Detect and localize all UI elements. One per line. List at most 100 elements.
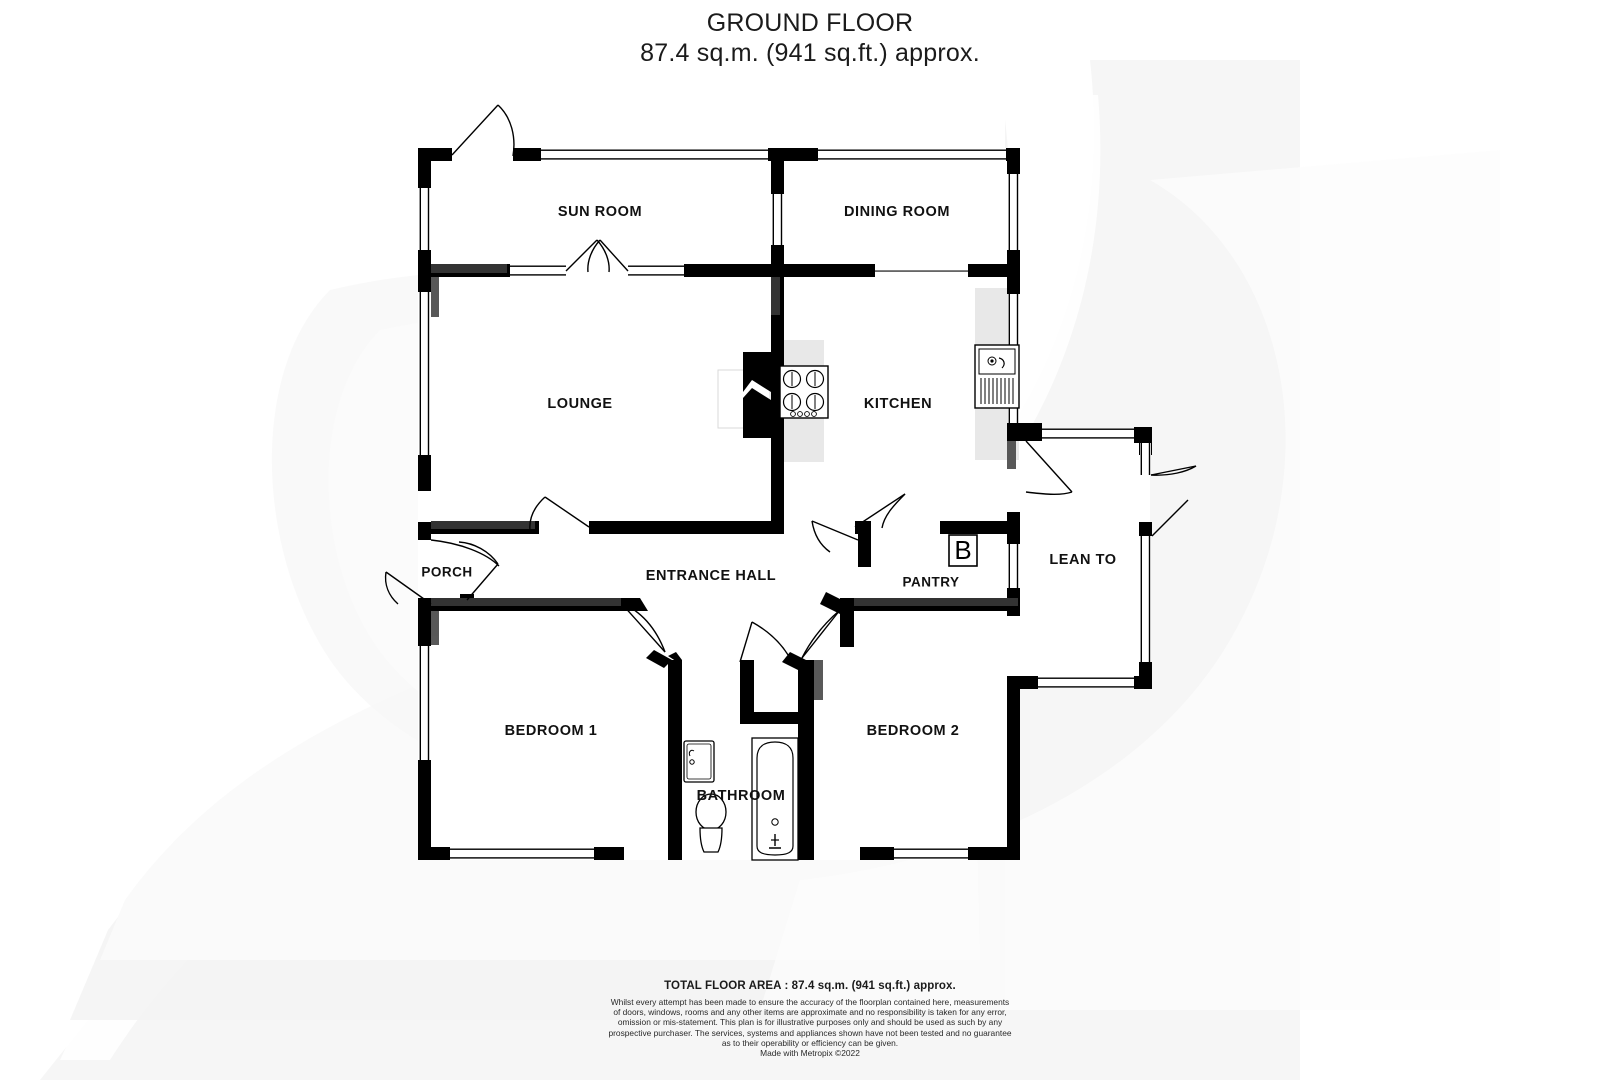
door-leaf-porch-b — [466, 563, 499, 601]
wall-bottom-left-corner — [418, 847, 450, 860]
window-sunroom-1 — [510, 265, 566, 276]
door-leaf-leanto-east-2 — [1151, 499, 1189, 537]
wall-leanto-nw — [1020, 423, 1042, 441]
door-leaf-bed2 — [801, 609, 841, 659]
toilet-icon — [695, 793, 727, 853]
wall-top-seg-a — [513, 148, 541, 161]
door-arc-porch-outer — [430, 539, 500, 567]
door-arc-pantry — [811, 520, 831, 553]
door-swings — [384, 104, 1197, 663]
wall-bottom-right-corner — [968, 847, 1020, 860]
door-leaf-leanto-east — [1150, 465, 1197, 476]
wall-bath-stub — [740, 660, 754, 722]
room-label-dining-room: DINING ROOM — [844, 204, 950, 220]
page-title: GROUND FLOOR — [706, 9, 914, 37]
room-label-sun-room: SUN ROOM — [557, 204, 643, 220]
door-leaf-lounge-hall — [544, 496, 590, 528]
wall-sun-dining-b — [771, 245, 784, 277]
room-label-kitchen: KITCHEN — [863, 396, 933, 412]
plan-footer-block: TOTAL FLOOR AREA : 87.4 sq.m. (941 sq.ft… — [0, 978, 1620, 1058]
boiler-marker: B — [948, 534, 978, 567]
wall-hall-angle-b — [646, 650, 672, 668]
wall-bed1-bath-cap — [668, 652, 682, 665]
door-arc-bed2 — [801, 609, 841, 659]
wall-shadows — [431, 264, 1018, 700]
door-arc-porch-b — [458, 541, 499, 565]
sink-icon — [974, 344, 1020, 409]
wall-bottom-seg-d — [860, 847, 894, 860]
wall-leanto-e-c — [1139, 662, 1152, 678]
bath-icon — [751, 737, 799, 861]
door-leaf-sunroom-lounge-left — [565, 239, 598, 272]
wall-bed2-left — [840, 611, 854, 647]
window-left-3 — [419, 646, 430, 760]
door-arc-porch-a — [384, 571, 399, 605]
door-leaf-bed1 — [621, 603, 666, 653]
hob-icon — [779, 365, 829, 419]
wall-sunroom-lounge-right — [684, 264, 784, 277]
room-label-lean-to: LEAN TO — [1049, 552, 1117, 568]
wall-right-seg-f — [1007, 676, 1020, 860]
wall-bath-stub-h — [740, 712, 802, 724]
door-leaf-sunroom-outer — [451, 104, 499, 156]
door-leaf-kitchen-leanto — [1025, 440, 1073, 493]
door-arc-bed1 — [621, 603, 666, 653]
disclaimer: Whilst every attempt has been made to en… — [0, 997, 1620, 1048]
wall-lounge-kitchen — [771, 277, 784, 530]
wall-leanto-ne — [1134, 427, 1152, 443]
window-right-3 — [1008, 544, 1019, 588]
disclaimer-line-4: prospective purchaser. The services, sys… — [608, 1027, 1012, 1038]
door-leaf-bathroom — [739, 621, 753, 663]
door-arc-kitchen-leanto — [1025, 491, 1073, 495]
basin-icon — [683, 740, 715, 783]
window-bottom-1 — [450, 848, 594, 859]
disclaimer-line-1: Whilst every attempt has been made to en… — [610, 997, 1010, 1007]
room-label-pantry: PANTRY — [902, 574, 960, 590]
room-label-bathroom: BATHROOM — [696, 788, 786, 804]
window-top-1 — [541, 149, 768, 160]
window-leanto-bottom — [1038, 677, 1134, 688]
window-top-2 — [818, 149, 1006, 160]
chimney-breast — [717, 352, 771, 438]
wall-lounge-bottom-b — [589, 521, 784, 534]
room-label-bedroom-1: BEDROOM 1 — [504, 723, 598, 739]
door-arc-lounge-hall — [529, 496, 546, 531]
wall-right-seg-c — [1007, 423, 1020, 441]
wall-dining-kitchen — [771, 264, 875, 277]
room-label-entrance-hall: ENTRANCE HALL — [645, 568, 777, 584]
wall-hall-pantry-b — [940, 521, 1020, 534]
wall-hall-angle-a — [622, 598, 648, 611]
window-leanto-top — [1042, 428, 1134, 439]
disclaimer-line-5: as to their operability or efficiency ca… — [721, 1037, 899, 1048]
window-left-1 — [419, 188, 430, 250]
door-arc-sunroom-lounge-right — [587, 239, 601, 273]
disclaimer-line-2: of doors, windows, rooms and any other i… — [613, 1007, 1007, 1018]
door-leaf-pantry — [811, 520, 859, 541]
wall-bath-bed2 — [798, 660, 814, 860]
page-area: 87.4 sq.m. (941 sq.ft.) approx. — [640, 39, 980, 67]
plan-title-block: GROUND FLOOR 87.4 sq.m. (941 sq.ft.) app… — [0, 8, 1620, 69]
wall-dining-opening-line — [875, 270, 968, 272]
wall-leanto-se — [1134, 676, 1152, 689]
door-leaf-kitchen-hall — [854, 493, 906, 528]
door-arc-sunroom-outer — [497, 104, 515, 157]
door-arc-kitchen-hall — [881, 493, 906, 529]
wall-bottom-seg-a — [594, 847, 624, 860]
window-sun-dining — [772, 194, 783, 245]
door-arc-sunroom-lounge-left — [596, 239, 610, 273]
wall-leanto-sw — [1020, 676, 1038, 689]
room-label-bedroom-2: BEDROOM 2 — [866, 723, 960, 739]
wall-left-seg-a — [418, 148, 431, 188]
wall-left-seg-c — [418, 455, 431, 491]
window-right-1 — [1008, 174, 1019, 250]
svg-text:B: B — [954, 535, 971, 565]
wall-pantry-left — [858, 521, 871, 567]
room-label-lounge: LOUNGE — [547, 396, 613, 412]
wall-leanto-e-b — [1139, 522, 1152, 536]
wall-hall-angle-d — [820, 592, 846, 614]
total-floor-area: TOTAL FLOOR AREA : 87.4 sq.m. (941 sq.ft… — [664, 980, 956, 992]
window-leanto-east-1 — [1140, 443, 1151, 475]
door-arc-leanto-east — [1150, 465, 1197, 476]
